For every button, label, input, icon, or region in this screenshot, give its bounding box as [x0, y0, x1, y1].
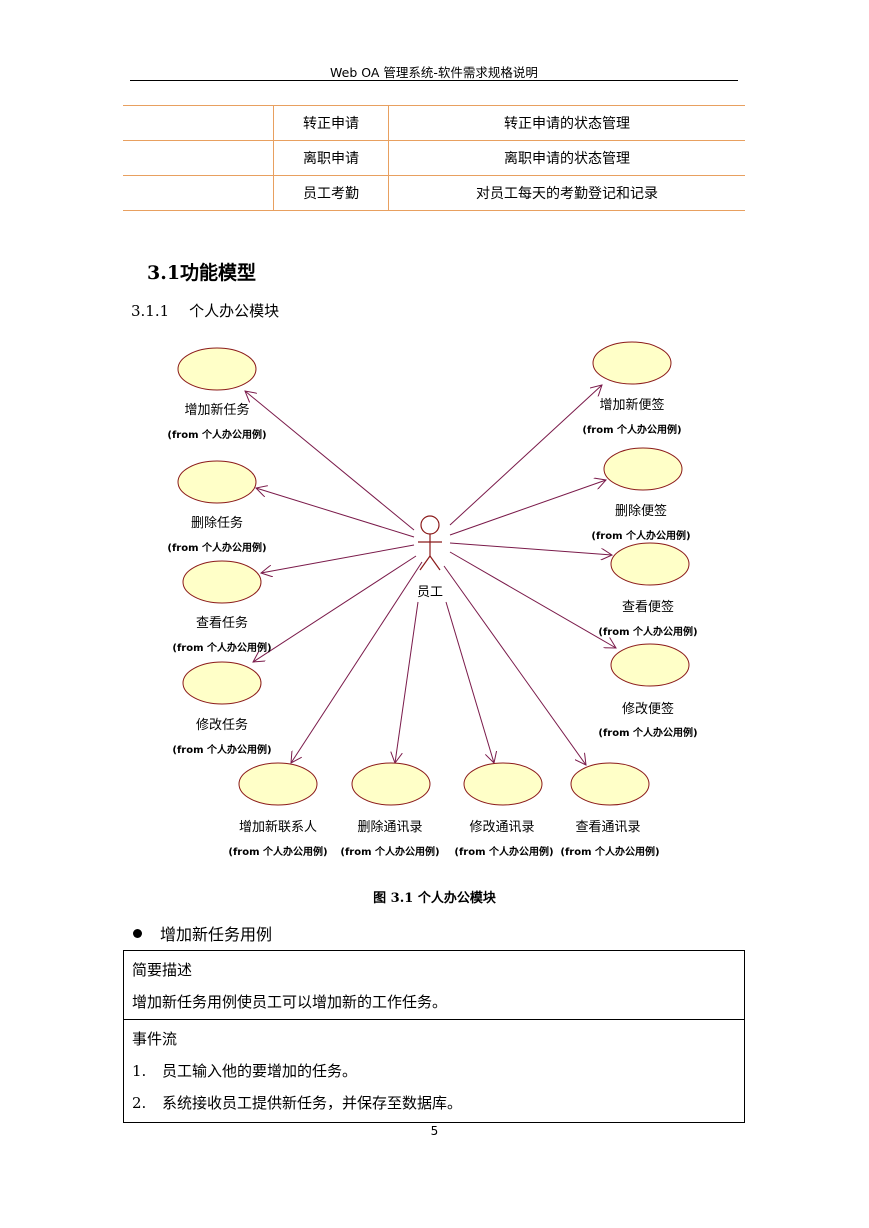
association-arrows [245, 385, 616, 765]
brief-heading: 简要描述 [132, 961, 193, 979]
bullet-dot-icon [133, 929, 142, 938]
use-case-delete-task: 删除任务 (from 个人办公用例) [167, 460, 267, 554]
table-row: 员工考勤 对员工每天的考勤登记和记录 [123, 175, 745, 211]
use-case-label: 增加新便签 [599, 397, 664, 413]
arrow-view-contacts [443, 565, 586, 765]
brief-text: 增加新任务用例使员工可以增加新的工作任务。 [132, 993, 448, 1011]
actor: 员工 [417, 515, 443, 600]
actor-head [420, 515, 440, 535]
step-text: 系统接收员工提供新任务，并保存至数据库。 [162, 1094, 463, 1112]
use-case-from: (from 个人办公用例) [340, 845, 439, 858]
use-case-view-note: 查看便签 (from 个人办公用例) [598, 542, 698, 638]
use-case-delete-note: 删除便签 (from 个人办公用例) [591, 447, 691, 542]
arrow-delete-note [449, 480, 606, 536]
use-case-from: (from 个人办公用例) [560, 845, 659, 858]
use-case-add-contact: 增加新联系人 (from 个人办公用例) [228, 762, 328, 858]
use-case-delete-contacts: 删除通讯录 (from 个人办公用例) [340, 762, 440, 858]
arrow-delete-task [256, 488, 415, 538]
use-case-label: 查看通讯录 [575, 819, 640, 835]
use-case-label: 删除便签 [615, 503, 667, 519]
actor-label: 员工 [417, 585, 443, 600]
arrow-add-contact [291, 561, 423, 763]
use-case-label: 增加新任务 [184, 402, 249, 418]
use-case-from: (from 个人办公用例) [454, 845, 553, 858]
use-case-edit-task: 修改任务 (from 个人办公用例) [172, 661, 272, 756]
flow-step: 2. 系统接收员工提供新任务，并保存至数据库。 [132, 1090, 736, 1122]
bullet-item: 增加新任务用例 [133, 921, 272, 945]
arrow-delete-contacts [395, 601, 419, 763]
bullet-text: 增加新任务用例 [160, 925, 273, 944]
use-case-add-task: 增加新任务 (from 个人办公用例) [167, 347, 267, 441]
module-name: 员工考勤 [273, 175, 389, 211]
use-case-from: (from 个人办公用例) [598, 726, 697, 739]
module-table: 转正申请 转正申请的状态管理 离职申请 离职申请的状态管理 员工考勤 对员工每天… [123, 105, 745, 211]
arrow-edit-contacts [445, 601, 494, 763]
use-case-label: 删除任务 [191, 515, 243, 531]
use-case-add-note: 增加新便签 (from 个人办公用例) [582, 341, 682, 436]
page-number: 5 [430, 1124, 439, 1138]
use-case-from: (from 个人办公用例) [582, 423, 681, 436]
use-case-from: (from 个人办公用例) [172, 641, 271, 654]
module-desc: 离职申请的状态管理 [388, 140, 745, 176]
use-case-table: 简要描述 增加新任务用例使员工可以增加新的工作任务。 事件流 1. 员工输入他的要… [123, 950, 745, 1123]
use-case-edit-note: 修改便签 (from 个人办公用例) [598, 643, 698, 739]
module-desc: 转正申请的状态管理 [388, 105, 745, 141]
step-text: 员工输入他的要增加的任务。 [162, 1062, 358, 1080]
figure-caption: 图 3.1 个人办公模块 [373, 891, 496, 906]
header-divider [130, 80, 738, 81]
subsection-label: 个人办公模块 [189, 302, 280, 320]
use-case-from: (from 个人办公用例) [167, 541, 266, 554]
module-desc: 对员工每天的考勤登记和记录 [388, 175, 745, 211]
arrow-edit-note [449, 551, 616, 648]
use-case-label: 修改便签 [622, 701, 674, 717]
arrow-add-task [245, 391, 415, 531]
arrow-view-task [261, 544, 415, 573]
use-case-from: (from 个人办公用例) [172, 743, 271, 756]
flow-step: 1. 员工输入他的要增加的任务。 [132, 1058, 736, 1090]
use-case-label: 删除通讯录 [357, 820, 422, 835]
use-case-from: (from 个人办公用例) [167, 428, 266, 441]
use-case-from: (from 个人办公用例) [591, 529, 690, 542]
module-name: 转正申请 [273, 105, 389, 141]
step-number: 2. [132, 1094, 147, 1112]
use-case-edit-contacts: 修改通讯录 (from 个人办公用例) [454, 762, 554, 858]
table-row: 离职申请 离职申请的状态管理 [123, 140, 745, 176]
arrow-edit-task [253, 555, 417, 662]
flow-section: 事件流 1. 员工输入他的要增加的任务。 2. 系统接收员工提供新任务，并保存至数据… [124, 1020, 744, 1122]
module-name: 离职申请 [273, 140, 389, 176]
brief-section: 简要描述 增加新任务用例使员工可以增加新的工作任务。 [124, 951, 744, 1020]
arrow-view-note [449, 542, 612, 555]
use-case-label: 增加新联系人 [239, 819, 317, 835]
use-case-view-contacts: 查看通讯录 (from 个人办公用例) [560, 762, 660, 858]
use-case-label: 修改任务 [196, 717, 248, 733]
use-case-from: (from 个人办公用例) [598, 625, 697, 638]
use-case-from: (from 个人办公用例) [228, 845, 327, 858]
use-case-label: 修改通讯录 [469, 820, 534, 835]
flow-heading: 事件流 [132, 1030, 178, 1048]
step-number: 1. [132, 1062, 147, 1080]
use-case-label: 查看任务 [196, 615, 248, 631]
subsection-number: 3.1.1 [131, 302, 170, 320]
page-header: Web OA 管理系统-软件需求规格说明 [330, 65, 538, 80]
use-case-label: 查看便签 [622, 599, 674, 615]
subsection-title: 3.1.1 个人办公模块 [131, 300, 279, 321]
arrow-add-note [449, 385, 602, 526]
table-row: 转正申请 转正申请的状态管理 [123, 105, 745, 141]
use-case-diagram: 员工 增加新任务 (from 个人办公用例) 删除任务 (from 个人办公用例… [167, 341, 698, 858]
section-title: 3.1功能模型 [147, 262, 257, 284]
use-case-view-task: 查看任务 (from 个人办公用例) [172, 560, 272, 654]
